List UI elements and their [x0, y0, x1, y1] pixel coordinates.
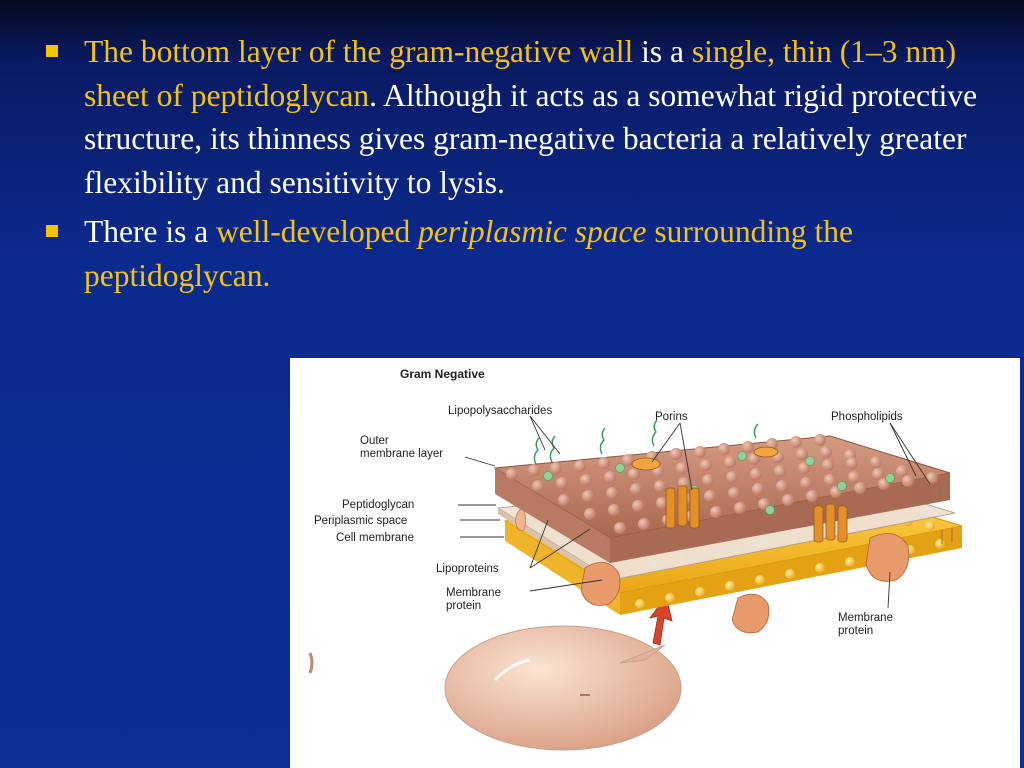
label-outer-membrane: Outer	[360, 435, 389, 447]
bullet-text-segment: periplasmic space	[418, 214, 647, 249]
label-membrane-protein-right: protein	[838, 625, 873, 637]
label-lipopolysaccharides: Lipopolysaccharides	[448, 405, 552, 417]
lipopolysaccharide-chains	[533, 419, 759, 465]
label-membrane-protein-left: Membrane	[446, 587, 501, 599]
bullet-text-segment: is a	[633, 34, 692, 69]
magnify-arrow	[649, 595, 673, 646]
label-membrane-protein-left: protein	[446, 600, 481, 612]
bullet-item: The bottom layer of the gram-negative wa…	[44, 30, 1009, 204]
bacterial-cell	[444, 625, 682, 751]
label-peptidoglycan: Peptidoglycan	[342, 499, 414, 511]
phospholipid-tails	[919, 482, 953, 544]
figure-title: Gram Negative	[400, 367, 485, 381]
bullet-text-segment: The bottom layer of the gram-negative wa…	[84, 34, 634, 69]
label-porins: Porins	[655, 411, 688, 423]
bullet-text-segment: There is a	[84, 214, 217, 249]
outer-membrane-beads	[506, 434, 938, 534]
leader-lines	[458, 415, 931, 609]
bullet-list: The bottom layer of the gram-negative wa…	[44, 30, 1009, 303]
gram-negative-diagram: Gram Negative Lipopolysaccharides	[290, 358, 1020, 768]
label-lipoproteins: Lipoproteins	[436, 563, 499, 575]
membrane-protein-icons	[580, 533, 910, 634]
label-cell-membrane: Cell membrane	[336, 532, 414, 544]
label-periplasmic-space: Periplasmic space	[314, 515, 407, 527]
bullet-text-segment: surrounding the peptidoglycan.	[84, 214, 853, 293]
square-bullet-icon	[46, 225, 58, 237]
bullet-text-segment: . Although it acts as a somewhat rigid p…	[84, 77, 978, 200]
porin-icons	[631, 446, 848, 543]
label-outer-membrane: membrane layer	[360, 448, 443, 460]
square-bullet-icon	[46, 45, 58, 57]
label-phospholipids: Phospholipids	[831, 411, 903, 423]
bullet-text-segment: single, thin (1–3 nm) sheet of peptidogl…	[84, 34, 957, 113]
bullet-item: There is a well-developed periplasmic sp…	[44, 210, 1009, 297]
cell-wall-illustration: Gram Negative Lipopolysaccharides	[308, 367, 963, 751]
bullet-text-segment: well-developed	[216, 214, 419, 249]
lipopolysaccharide-beads	[543, 451, 895, 515]
label-membrane-protein-right: Membrane	[838, 612, 893, 624]
